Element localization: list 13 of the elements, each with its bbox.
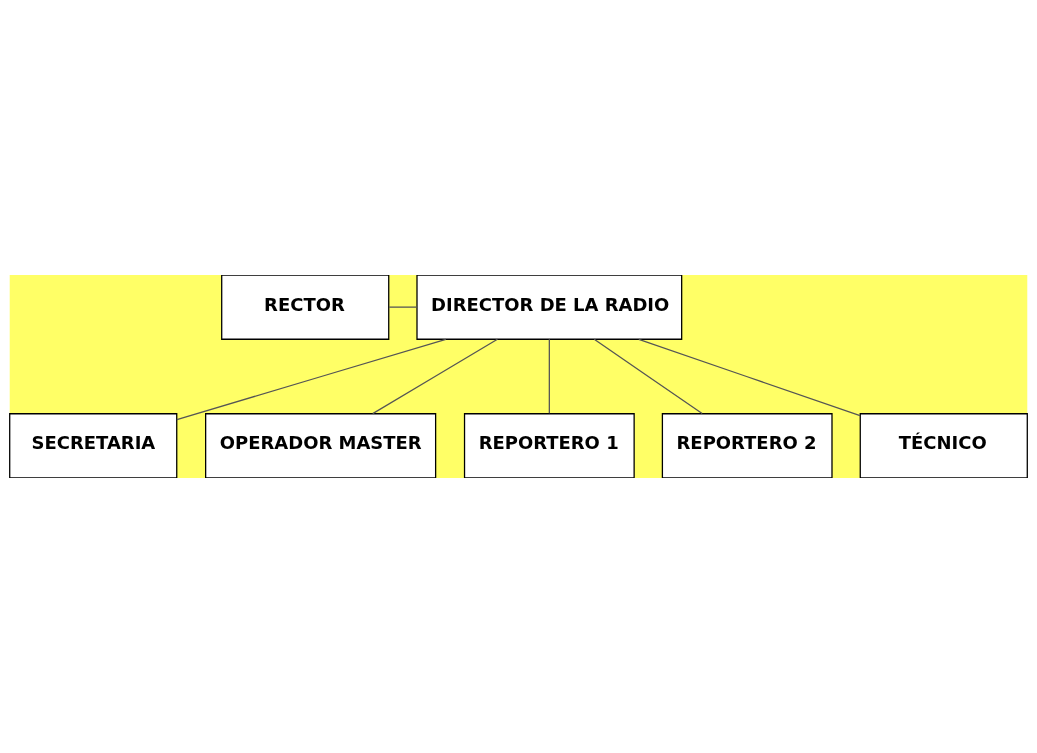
node-box: REPORTERO 1: [463, 413, 635, 478]
node-box: REPORTERO 2: [661, 413, 833, 478]
connector: [388, 306, 418, 308]
connector: [372, 338, 499, 415]
connector: [548, 338, 550, 414]
connector: [593, 338, 703, 415]
connector: [638, 338, 861, 417]
node-box: SECRETARIA: [9, 413, 178, 478]
node-box: DIRECTOR DE LA RADIO: [416, 275, 683, 340]
connector: [176, 338, 447, 421]
node-box: RECTOR: [221, 275, 390, 340]
node-box: TÉCNICO: [859, 413, 1028, 478]
node-box: OPERADOR MASTER: [205, 413, 437, 478]
